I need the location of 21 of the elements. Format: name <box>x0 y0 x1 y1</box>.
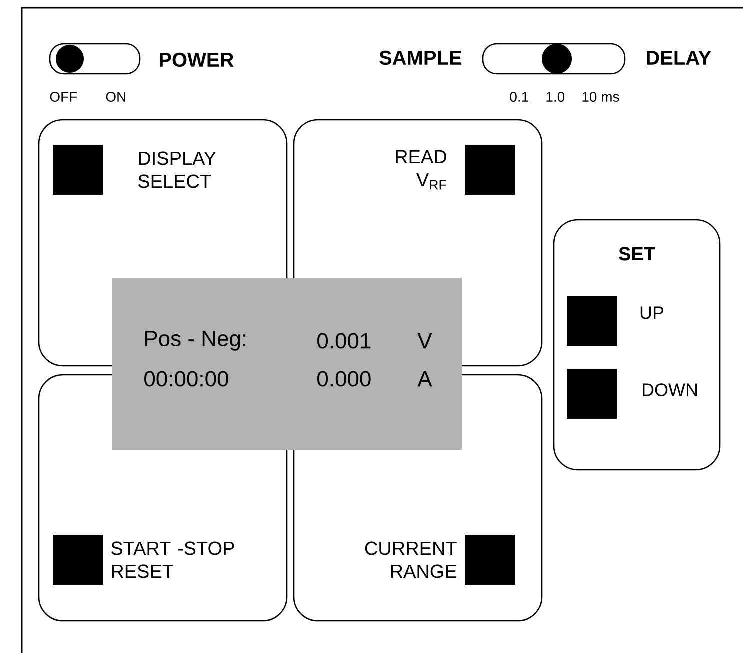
display-text: 0.001 <box>318 333 371 349</box>
button-label: CURRENT RANGE <box>365 542 457 578</box>
scale-label: 10 ms <box>582 92 620 102</box>
scale-label: ON <box>106 92 126 102</box>
switch-label: DELAY <box>647 51 712 65</box>
scale-label: OFF <box>50 92 78 102</box>
button-label: DOWN <box>643 384 698 396</box>
button-label: UP <box>640 306 664 320</box>
scale-label: 1.0 <box>546 92 565 102</box>
display-text: A <box>418 371 432 387</box>
button-label: READ V$_{RF}$ <box>396 150 446 190</box>
scale-label: 0.1 <box>510 92 528 102</box>
display-text: Pos - Neg: <box>145 331 246 351</box>
display-text: 0.000 <box>318 371 371 387</box>
switch-label: SAMPLE <box>380 50 462 66</box>
panel-title: SET <box>619 247 656 261</box>
display-text: 00:00:00 <box>144 371 228 387</box>
button-label: DISPLAY SELECT <box>138 152 216 188</box>
button-label: START -STOP RESET <box>112 542 234 578</box>
display-text: V <box>418 333 432 349</box>
switch-label: POWER <box>160 52 234 68</box>
